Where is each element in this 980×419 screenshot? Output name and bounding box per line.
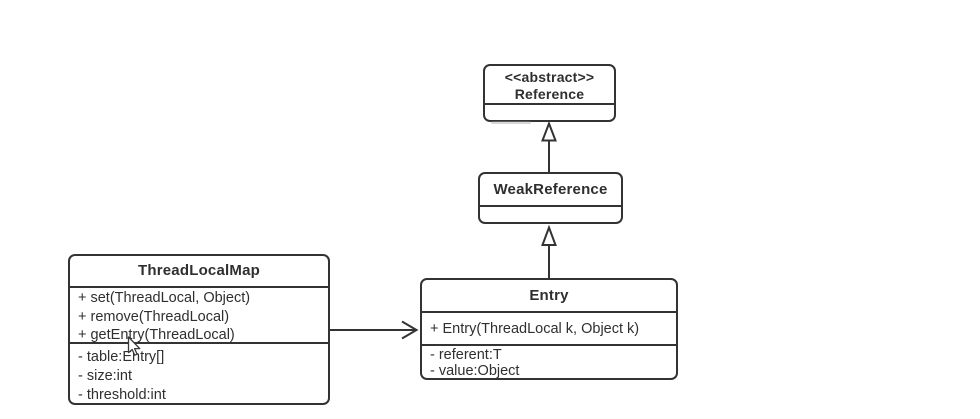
attribute-value: - value:Object <box>430 363 520 379</box>
class-box-weakreference[interactable]: WeakReference <box>478 172 623 224</box>
class-name-entry: Entry <box>529 286 569 304</box>
class-name-threadlocalmap: ThreadLocalMap <box>138 262 260 280</box>
attribute-size: - size:int <box>78 368 132 385</box>
attribute-table: - table:Entry[] <box>78 349 165 366</box>
method-remove: + remove(ThreadLocal) <box>78 308 230 325</box>
generalization-arrow-entry-to-weakreference[interactable] <box>541 224 557 279</box>
generalization-arrow-weakreference-to-reference[interactable] <box>541 120 557 173</box>
entry-methods-compartment: + Entry(ThreadLocal k, Object k) <box>422 310 676 345</box>
threadlocalmap-attributes-compartment: - table:Entry[] - size:int - threshold:i… <box>70 342 328 403</box>
class-box-reference[interactable]: <<abstract>> Reference <box>483 64 616 122</box>
threadlocalmap-methods-compartment: + set(ThreadLocal, Object) + remove(Thre… <box>70 285 328 343</box>
class-box-threadlocalmap[interactable]: ThreadLocalMap + set(ThreadLocal, Object… <box>68 254 330 405</box>
empty-compartment <box>480 205 621 222</box>
method-set: + set(ThreadLocal, Object) <box>78 289 251 306</box>
method-entry-constructor: + Entry(ThreadLocal k, Object k) <box>430 320 640 337</box>
class-name-reference: Reference <box>514 85 585 102</box>
method-getentry: + getEntry(ThreadLocal) <box>78 327 235 343</box>
entry-attributes-compartment: - referent:T - value:Object <box>422 344 676 378</box>
attribute-referent: - referent:T <box>430 347 502 364</box>
class-title-reference: <<abstract>> Reference <box>485 66 614 103</box>
association-arrow-threadlocalmap-to-entry[interactable] <box>330 320 419 340</box>
empty-compartment <box>485 103 614 120</box>
class-name-weakreference: WeakReference <box>493 181 608 198</box>
attribute-threshold: - threshold:int <box>78 387 166 403</box>
class-stereotype: <<abstract>> <box>504 68 595 85</box>
class-box-entry[interactable]: Entry + Entry(ThreadLocal k, Object k) -… <box>420 278 678 380</box>
